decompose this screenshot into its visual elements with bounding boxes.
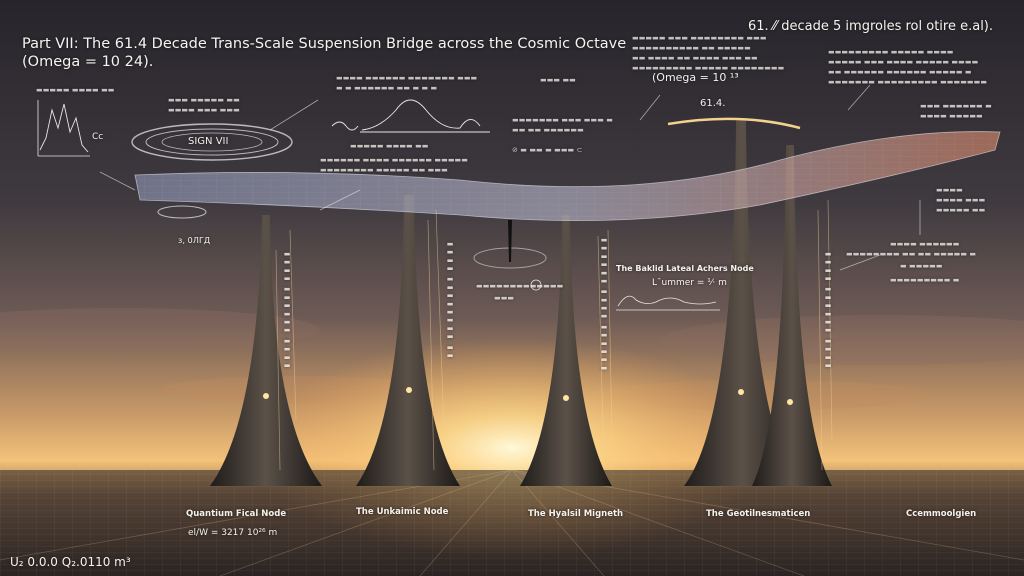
vertical-annotation-2: ▬▬▬▬ ▬▬▬▬▬▬▬▬ ▬▬ [446, 240, 455, 360]
bridge-deck-mesh [135, 131, 1000, 221]
vertical-annotation-4: ▬▬▬▬ ▬▬▬▬▬▬ ▬▬▬▬ [824, 250, 833, 370]
mid-node-label: The Baklid Lateal Achers Node [616, 264, 754, 273]
left-mini-chart [37, 100, 90, 157]
node-label-2: The Unkaimic Node [356, 507, 449, 517]
node-label-1: Quantium Fical Node [186, 509, 287, 519]
suspension-cables [275, 199, 833, 471]
right-mini-chart [616, 295, 720, 311]
tower-2 [356, 195, 460, 486]
funnel-node [473, 220, 547, 291]
bridge-towers [210, 120, 832, 486]
omega-note: (Omega = 10 ¹³ [652, 71, 739, 84]
node-label-5: Ccemmoolgien [906, 509, 977, 519]
leader-lines [99, 84, 921, 271]
tower-lights [263, 387, 793, 405]
mid-node-sub: Lˉummer = ¹⁄· m [652, 278, 727, 288]
left-panel-label: Cc [92, 132, 104, 142]
tower-5 [752, 145, 832, 486]
left-annotation: з‚ 0ЛГД [178, 236, 211, 245]
page-title-line1: Part VII: The 61.4 Decade Trans-Scale Su… [22, 36, 627, 52]
ground-grid [0, 469, 1024, 576]
vertical-annotation-1: ▬▬▬▬ ▬▬▬▬▬▬ ▬▬▬▬ [283, 250, 292, 370]
decade-value: 61.4. [700, 98, 726, 109]
tower-3 [520, 215, 612, 486]
tower-cap-arms [667, 117, 801, 130]
orbital-ring [131, 123, 293, 219]
header-right-text: 61. ⁄⁄ decade 5 imgroles rol otire e.al)… [748, 19, 994, 34]
vertical-annotation-3: ▬▬▬▬▬▬ ▬▬▬▬ ▬▬▬▬▬▬ [600, 236, 609, 373]
node-label-4: The Geotilnesmaticen [706, 509, 811, 519]
page-title-line2: (Omega = 10 24). [22, 54, 154, 70]
tower-4 [684, 120, 800, 486]
top-center-mini-chart [331, 99, 490, 133]
node-label-3: The Hyalsil Migneth [528, 509, 624, 519]
ring-label: SIGN VII [188, 136, 229, 147]
tower-1 [210, 215, 322, 486]
bottom-formula: U₂ 0.0.0 Q₂.0110 m³ [10, 555, 131, 569]
bottom-value: el/W = 3217 10²⁶ m [188, 528, 278, 538]
